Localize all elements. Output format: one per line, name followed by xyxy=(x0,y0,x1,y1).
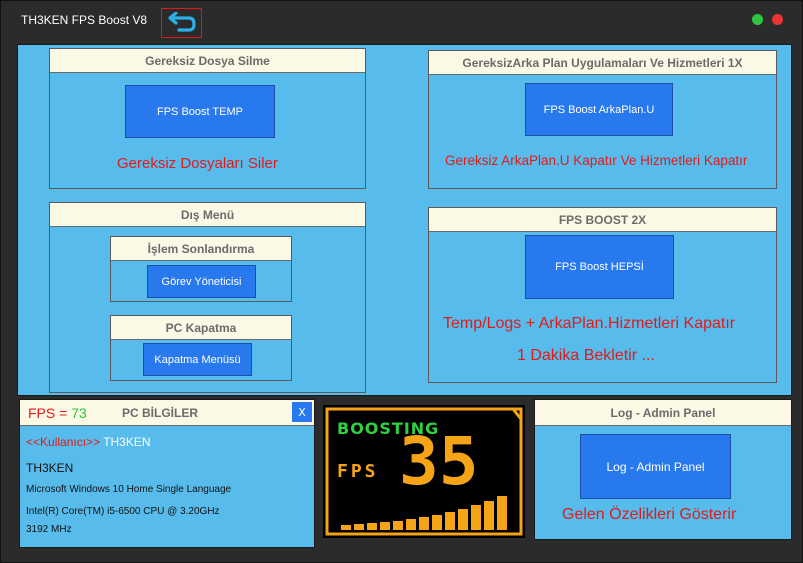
background-description: Gereksiz ArkaPlan.U Kapatır Ve Hizmetler… xyxy=(445,153,748,168)
task-section: İşlem Sonlandırma Görev Yöneticisi xyxy=(110,236,292,302)
fps-boost-all-button[interactable]: FPS Boost HEPSİ xyxy=(525,235,674,299)
temp-section: Gereksiz Dosya Silme FPS Boost TEMP Gere… xyxy=(49,48,366,189)
cpu-speed: 3192 MHz xyxy=(26,524,72,535)
fps-value: 73 xyxy=(71,405,87,421)
boosting-gauge-icon xyxy=(323,405,525,538)
outer-menu-section: Dış Menü İşlem Sonlandırma Görev Yönetic… xyxy=(49,202,366,393)
boost-2x-description-1: Temp/Logs + ArkaPlan.Hizmetleri Kapatır xyxy=(443,315,736,332)
cpu-info: Intel(R) Core(TM) i5-6500 CPU @ 3.20GHz xyxy=(26,506,220,517)
boosting-text: BOOSTING xyxy=(337,419,440,438)
boost-fps-number: 35 xyxy=(399,423,479,500)
boosting-graphic: BOOSTING FPS 35 xyxy=(323,405,525,538)
close-button[interactable] xyxy=(772,14,783,25)
boost-2x-description-2: 1 Dakika Bekletir ... xyxy=(517,347,655,364)
task-manager-button[interactable]: Görev Yöneticisi xyxy=(147,265,256,298)
window-title: TH3KEN FPS Boost V8 xyxy=(21,13,148,27)
os-info: Microsoft Windows 10 Home Single Languag… xyxy=(26,484,232,495)
pc-info-panel: FPS = 73 PC BİLGİLER X <<Kullanıcı>> TH3… xyxy=(19,399,315,548)
temp-section-header: Gereksiz Dosya Silme xyxy=(50,49,365,73)
fps-counter: FPS = 73 xyxy=(28,405,87,421)
fps-boost-background-button[interactable]: FPS Boost ArkaPlan.U xyxy=(525,83,673,136)
pc-info-header: FPS = 73 PC BİLGİLER X xyxy=(20,400,314,426)
boost-2x-section: FPS BOOST 2X FPS Boost HEPSİ Temp/Logs +… xyxy=(428,207,777,383)
fps-boost-temp-button[interactable]: FPS Boost TEMP xyxy=(125,85,275,138)
main-panel: Gereksiz Dosya Silme FPS Boost TEMP Gere… xyxy=(17,44,792,396)
shutdown-section-header: PC Kapatma xyxy=(111,316,291,340)
log-admin-button[interactable]: Log - Admin Panel xyxy=(580,434,731,499)
pc-info-close-button[interactable]: X xyxy=(292,402,312,422)
pc-info-title: PC BİLGİLER xyxy=(122,406,199,420)
minimize-button[interactable] xyxy=(752,14,763,25)
log-admin-panel: Log - Admin Panel Log - Admin Panel Gele… xyxy=(534,399,792,540)
user-line: <<Kullanıcı>> TH3KEN xyxy=(26,435,151,449)
fps-label: FPS = xyxy=(28,405,72,421)
log-admin-header: Log - Admin Panel xyxy=(535,400,791,426)
outer-menu-header: Dış Menü xyxy=(50,203,365,227)
shutdown-menu-button[interactable]: Kapatma Menüsü xyxy=(143,343,252,376)
background-section: GereksizArka Plan Uygulamaları Ve Hizmet… xyxy=(428,50,777,189)
log-admin-description: Gelen Özelikleri Gösterir xyxy=(562,506,737,523)
back-button[interactable] xyxy=(161,8,202,38)
boost-fps-text: FPS xyxy=(337,461,379,482)
back-arrow-icon xyxy=(167,12,196,32)
title-bar: TH3KEN FPS Boost V8 xyxy=(1,1,802,41)
shutdown-section: PC Kapatma Kapatma Menüsü xyxy=(110,315,292,381)
temp-description: Gereksiz Dosyaları Siler xyxy=(117,155,278,172)
boost-2x-header: FPS BOOST 2X xyxy=(429,208,776,232)
user-label: <<Kullanıcı>> xyxy=(26,435,101,449)
user-value: TH3KEN xyxy=(103,435,151,449)
background-section-header: GereksizArka Plan Uygulamaları Ve Hizmet… xyxy=(429,51,776,75)
task-section-header: İşlem Sonlandırma xyxy=(111,237,291,261)
machine-name: TH3KEN xyxy=(26,461,74,475)
